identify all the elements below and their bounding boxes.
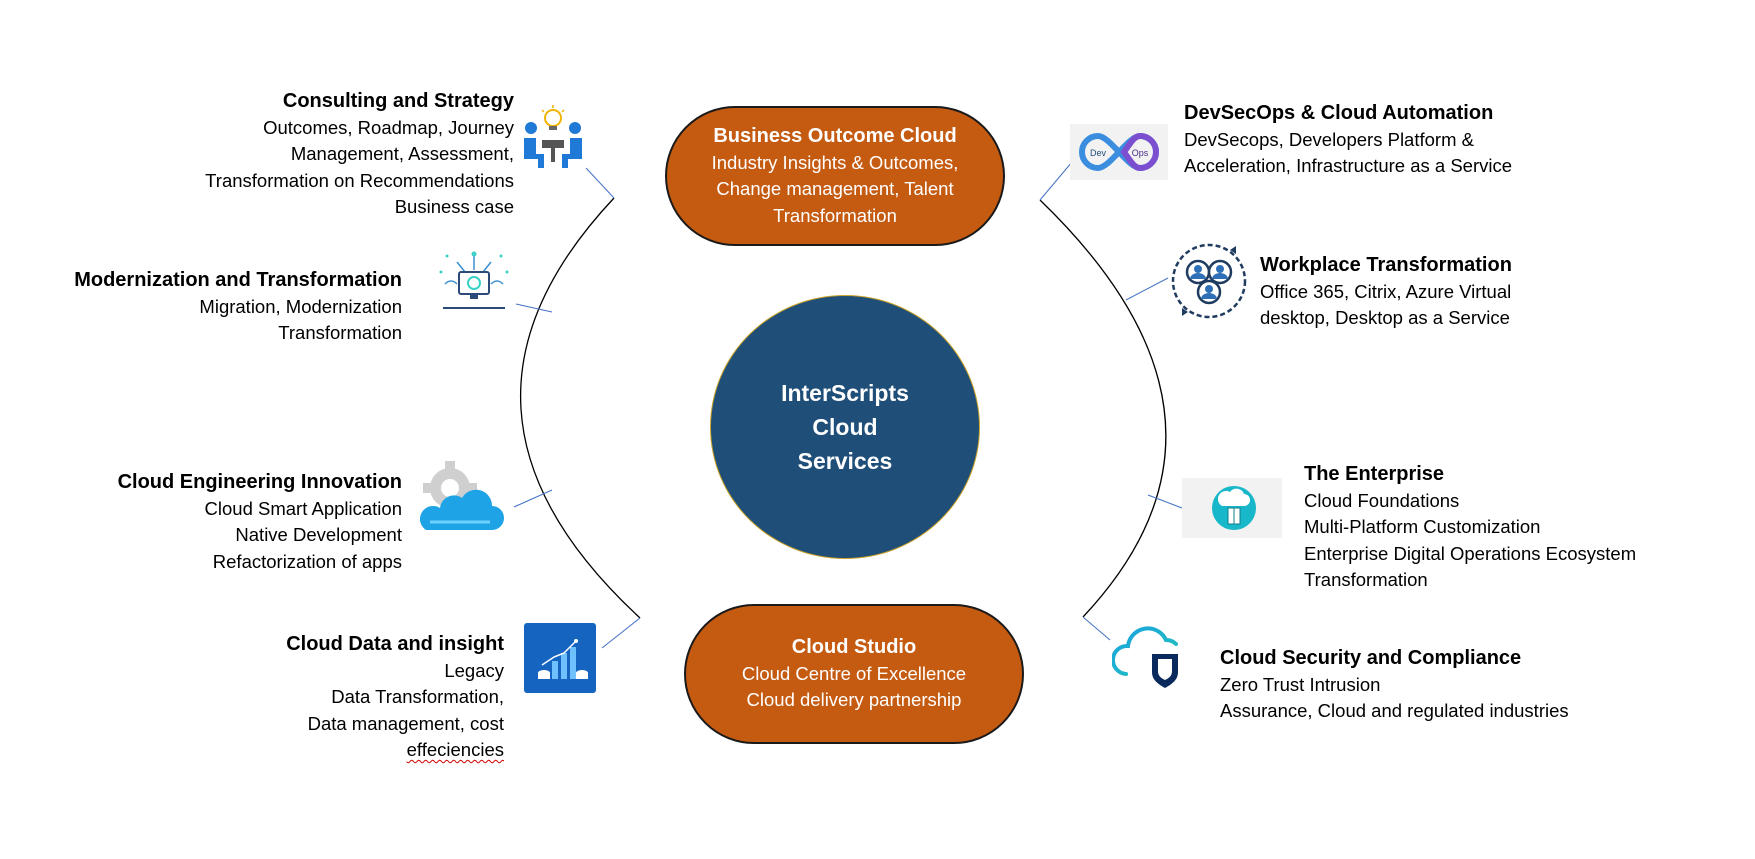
block-line: Multi-Platform Customization — [1304, 516, 1541, 537]
data-analytics-icon — [524, 623, 596, 693]
devops-infinity-icon: Dev Ops — [1070, 124, 1168, 180]
block-title: DevSecOps & Cloud Automation — [1184, 102, 1494, 124]
block-line: Transformation — [1304, 569, 1428, 590]
block-line: desktop, Desktop as a Service — [1260, 307, 1510, 328]
block-line: Transformation — [278, 322, 402, 343]
block-line: Refactorization of apps — [212, 550, 402, 572]
hub-line-3: Services — [797, 448, 893, 474]
pill-title: Business Outcome Cloud — [713, 125, 957, 147]
consulting-meeting-icon — [524, 105, 582, 168]
block-title: Cloud Engineering Innovation — [117, 471, 402, 493]
devops-ops-label: Ops — [1132, 148, 1149, 158]
connector-data — [601, 617, 641, 649]
block-line: Legacy — [444, 659, 504, 681]
cloud-shield-icon — [1112, 626, 1178, 688]
connector-enterprise — [1147, 494, 1183, 509]
block-line: Business case — [394, 196, 514, 217]
block-line: Office 365, Citrix, Azure Virtual — [1260, 280, 1512, 302]
hub-line-1: InterScripts — [781, 380, 909, 406]
block-line: Enterprise Digital Operations Ecosystem — [1304, 542, 1637, 564]
left-arc — [520, 197, 641, 619]
block-title: Modernization and Transformation — [74, 269, 402, 291]
block-title: Cloud Data and insight — [286, 633, 504, 655]
engineering-block: Cloud Engineering Innovation Cloud Smart… — [118, 469, 402, 575]
block-line: Assurance, Cloud and regulated industrie… — [1220, 700, 1569, 721]
block-title: Consulting and Strategy — [282, 90, 514, 112]
workplace-block: Workplace Transformation Office 365, Cit… — [1260, 252, 1512, 332]
enterprise-block: The Enterprise Cloud Foundations Multi-P… — [1304, 461, 1636, 594]
enterprise-cloud-icon — [1182, 478, 1282, 538]
pill-line: Cloud delivery partnership — [746, 689, 962, 711]
block-line: Management, Assessment, — [290, 143, 514, 164]
connector-security — [1082, 616, 1111, 641]
pill-line: Change management, Talent — [716, 178, 954, 199]
block-title: Workplace Transformation — [1260, 254, 1512, 276]
block-line: Transformation on Recommendations — [205, 169, 514, 191]
block-line: Outcomes, Roadmap, Journey — [263, 116, 514, 138]
connector-workplace — [1125, 277, 1169, 301]
security-block: Cloud Security and Compliance Zero Trust… — [1220, 645, 1569, 725]
pill-line: Transformation — [773, 204, 897, 226]
circuit-monitor-icon — [439, 251, 509, 309]
block-line: Zero Trust Intrusion — [1220, 673, 1381, 695]
pill-line: Cloud Centre of Excellence — [741, 662, 967, 684]
block-line: Native Development — [235, 524, 402, 545]
workplace-people-icon — [1171, 243, 1247, 319]
consulting-block: Consulting and Strategy Outcomes, Roadma… — [205, 88, 514, 221]
data-insight-block: Cloud Data and insight Legacy Data Trans… — [286, 631, 504, 764]
block-title: Cloud Security and Compliance — [1220, 647, 1522, 669]
pill-line: Industry Insights & Outcomes, — [711, 151, 959, 173]
cloud-studio-pill: Cloud Studio Cloud Centre of Excellence … — [684, 604, 1024, 744]
block-line: effeciencies — [406, 739, 504, 760]
block-line: Acceleration, Infrastructure as a Servic… — [1184, 155, 1513, 176]
connector-devsecops — [1039, 161, 1073, 201]
block-line: Cloud Smart Application — [204, 497, 402, 519]
connector-consulting — [585, 167, 615, 199]
block-title: The Enterprise — [1304, 463, 1445, 485]
right-arc — [1039, 199, 1167, 618]
connector-modernization — [515, 303, 553, 313]
modernization-block: Modernization and Transformation Migrati… — [74, 267, 402, 347]
connector-engineering — [513, 489, 553, 508]
hub-line-2: Cloud — [812, 414, 878, 440]
devsecops-block: DevSecOps & Cloud Automation DevSecops, … — [1184, 100, 1512, 180]
devops-dev-label: Dev — [1090, 148, 1107, 158]
block-line: DevSecops, Developers Platform & — [1184, 128, 1474, 150]
hub-circle: InterScripts Cloud Services — [710, 295, 980, 559]
cloud-gear-icon — [419, 461, 504, 530]
block-line: Cloud Foundations — [1304, 489, 1460, 511]
block-line: Migration, Modernization — [199, 295, 402, 317]
business-outcome-pill: Business Outcome Cloud Industry Insights… — [665, 106, 1005, 246]
pill-title: Cloud Studio — [791, 636, 917, 659]
block-line: Data Transformation, — [331, 686, 504, 707]
block-line: Data management, cost — [307, 712, 504, 734]
